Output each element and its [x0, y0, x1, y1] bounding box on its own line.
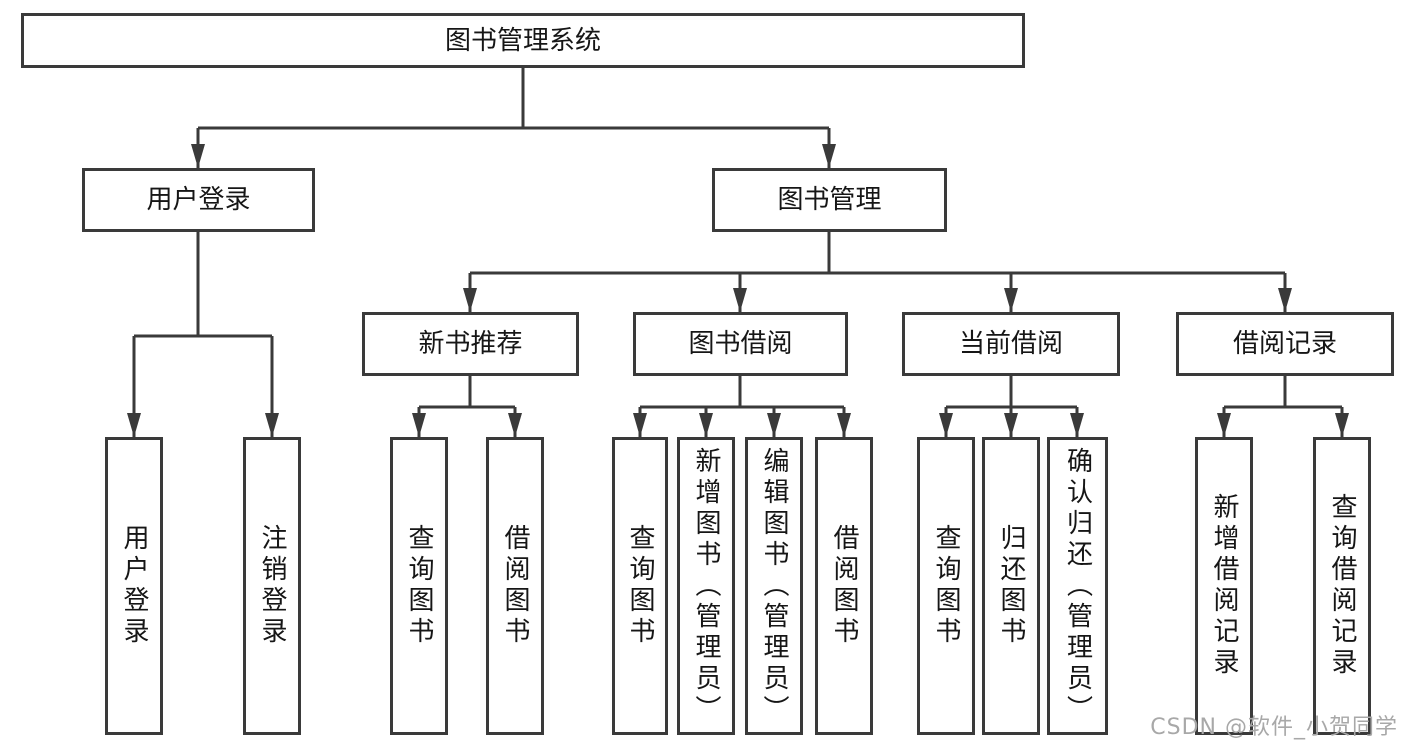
leaf-query-books-borrow: 查询图书	[612, 437, 668, 735]
leaf-query-books-current: 查询图书	[917, 437, 975, 735]
leaf-query-borrow-record: 查询借阅记录	[1313, 437, 1371, 735]
node-user-login: 用户登录	[82, 168, 315, 232]
node-new-book-recommend: 新书推荐	[362, 312, 579, 376]
leaf-query-books-recommend: 查询图书	[390, 437, 448, 735]
leaf-user-login: 用户登录	[105, 437, 163, 735]
node-library-management-system: 图书管理系统	[21, 13, 1025, 68]
node-current-borrowing: 当前借阅	[902, 312, 1120, 376]
csdn-watermark: CSDN @软件_小贺同学	[1150, 715, 1398, 740]
tree-edges	[134, 68, 1342, 409]
node-book-management: 图书管理	[712, 168, 947, 232]
tree-arrowheads	[127, 128, 1349, 437]
leaf-add-borrow-record: 新增借阅记录	[1195, 437, 1253, 735]
leaf-logout: 注销登录	[243, 437, 301, 735]
node-book-borrowing: 图书借阅	[633, 312, 848, 376]
leaf-confirm-return-admin: 确认归还（管理员）	[1047, 437, 1108, 735]
leaf-add-books-admin: 新增图书（管理员）	[677, 437, 735, 735]
node-borrowing-records: 借阅记录	[1176, 312, 1394, 376]
leaf-borrow-books: 借阅图书	[815, 437, 873, 735]
leaf-edit-books-admin: 编辑图书（管理员）	[745, 437, 803, 735]
leaf-return-books: 归还图书	[982, 437, 1040, 735]
leaf-borrow-books-recommend: 借阅图书	[486, 437, 544, 735]
